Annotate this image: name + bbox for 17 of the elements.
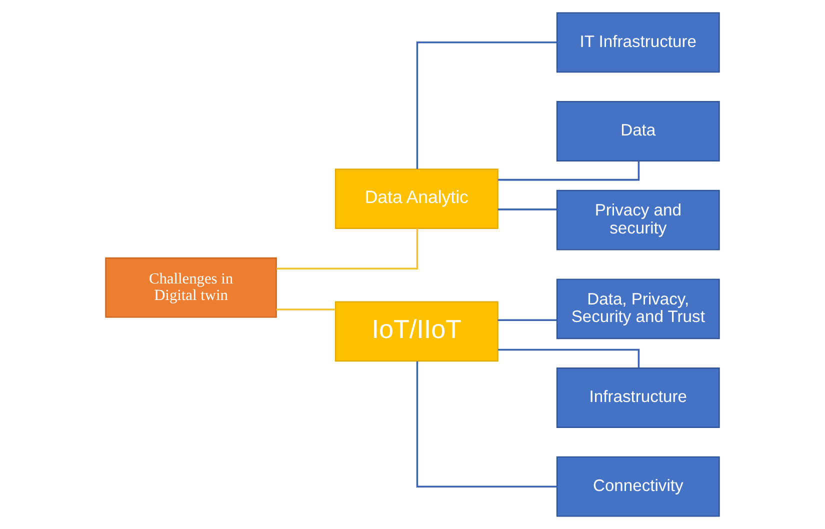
connector [276, 228, 418, 270]
connector [276, 308, 336, 310]
connector [498, 161, 640, 181]
connector [498, 348, 640, 368]
connector [416, 42, 557, 169]
node-box: Connectivity [556, 456, 720, 517]
node-box: Privacy and security [556, 190, 720, 250]
node-box: Data Analytic [334, 168, 498, 229]
node-box: Data, Privacy, Security and Trust [556, 278, 720, 340]
node-box: IT Infrastructure [556, 12, 720, 73]
connector [498, 208, 557, 210]
connector [416, 361, 557, 488]
node-box: Data [556, 101, 720, 162]
node-box: Challenges in Digital twin [105, 257, 277, 318]
connector [498, 319, 557, 322]
node-box: Infrastructure [556, 368, 720, 428]
node-box: IoT/IIoT [334, 301, 498, 362]
